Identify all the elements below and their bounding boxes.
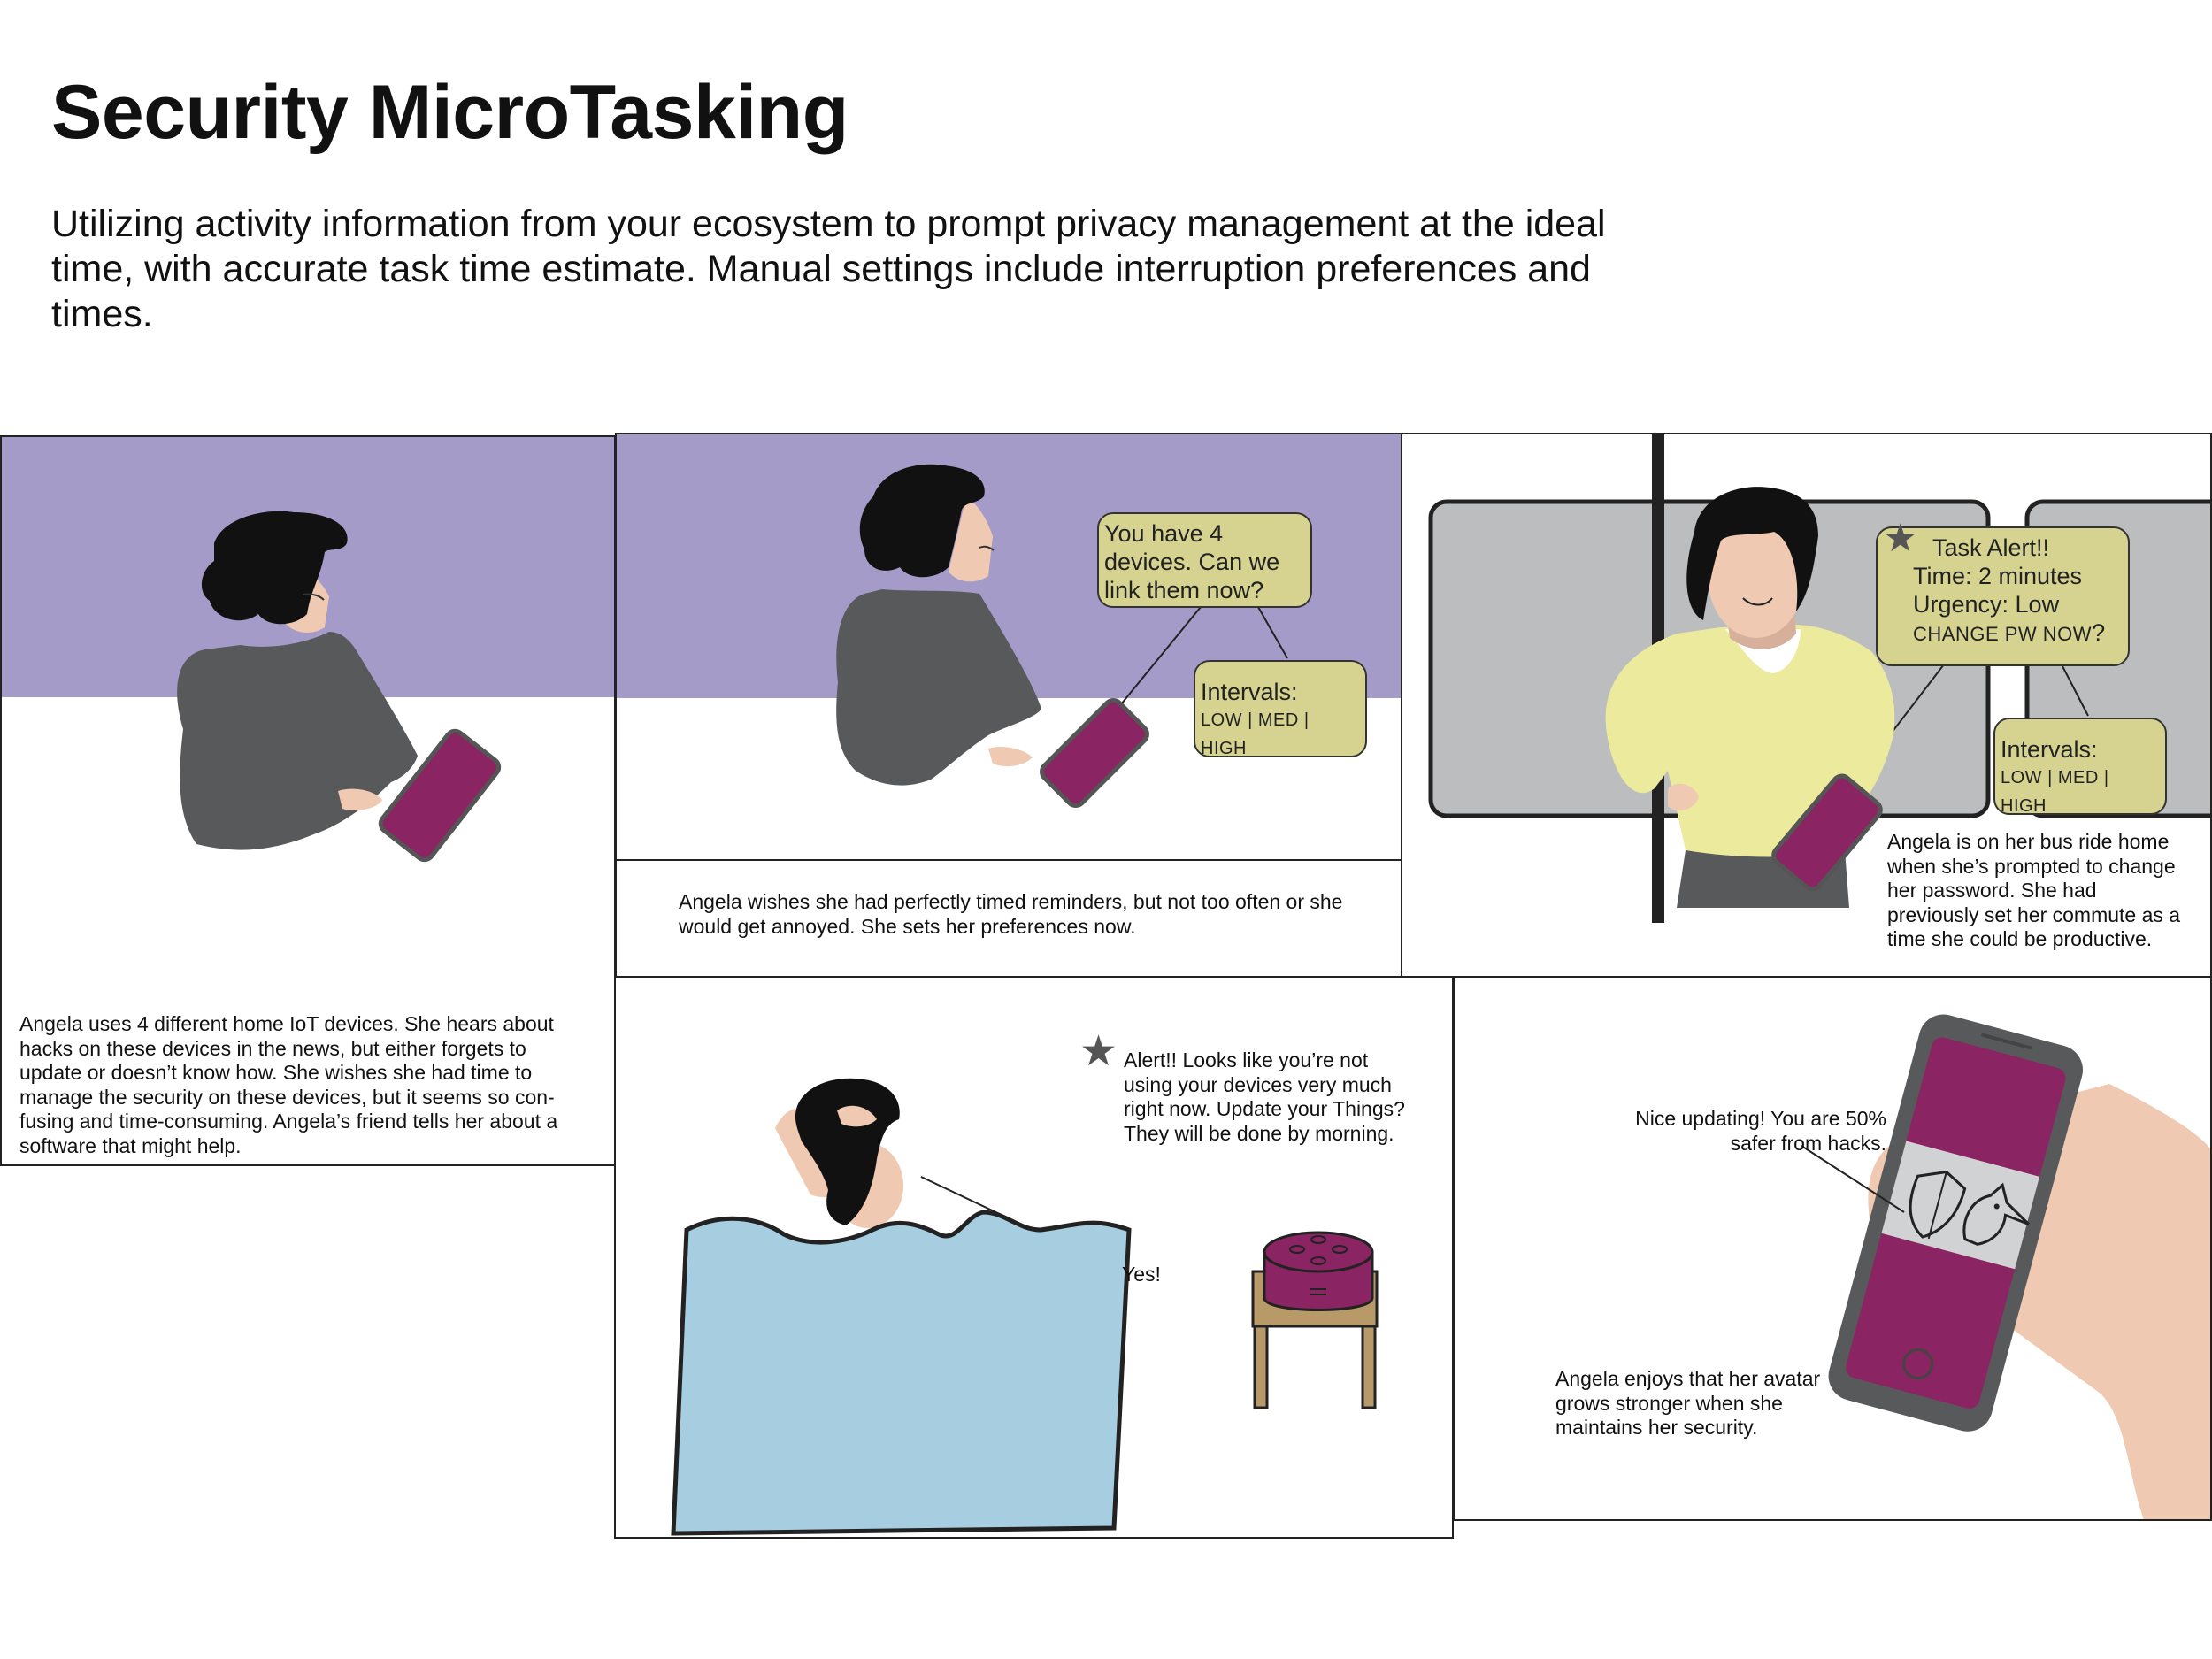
face xyxy=(949,496,993,582)
interval-low-option[interactable]: LOW xyxy=(1201,710,1243,730)
hand xyxy=(988,747,1033,767)
phone xyxy=(1828,1014,2084,1432)
panel-4-bedtime-update: ★ Alert!! Looks like you’re not using yo… xyxy=(614,976,1454,1539)
task-alert-urgency: Urgency: Low xyxy=(1913,591,2060,618)
panel-3-caption: Angela is on her bus ride home when she’… xyxy=(1887,830,2181,950)
hair xyxy=(859,464,985,578)
reward-message: Nice updating! You are 50% safer from ha… xyxy=(1635,1107,1886,1155)
intervals-title: Intervals: xyxy=(2001,736,2098,763)
intervals-options: LOW | MED | HIGH xyxy=(1201,710,1310,758)
hand xyxy=(837,1105,877,1127)
hand xyxy=(1668,783,1699,811)
panel-1-caption: Angela uses 4 different home IoT devices… xyxy=(19,1012,558,1157)
panel-2-illustration xyxy=(617,434,1401,861)
intervals-title: Intervals: xyxy=(1201,679,1298,705)
hand xyxy=(338,788,382,810)
page-subtitle: Utilizing activity information from your… xyxy=(51,203,1606,335)
hair xyxy=(1686,487,1818,620)
interval-med-option[interactable]: MED xyxy=(1257,710,1299,730)
device-link-bubble: You have 4 devices. Can we link them now… xyxy=(1097,512,1312,608)
task-alert-bubble: ★ Task Alert!! Time: 2 minutes Urgency: … xyxy=(1876,517,2130,666)
panel-5-avatar-reward: Nice updating! You are 50% safer from ha… xyxy=(1453,976,2212,1521)
panel-4-illustration xyxy=(671,1078,1379,1536)
panel-3-illustration xyxy=(1428,434,2210,923)
sweater xyxy=(836,589,1041,786)
panel-5-caption: Angela enjoys that her avatar grows stro… xyxy=(1555,1367,1821,1439)
panel-2-caption: Angela wishes she had perfectly timed re… xyxy=(679,890,1343,938)
hair xyxy=(795,1078,900,1225)
interval-low-option[interactable]: LOW xyxy=(2001,768,2043,787)
panel-2-set-preferences: You have 4 devices. Can we link them now… xyxy=(615,433,1402,978)
smart-speaker-icon xyxy=(1263,1231,1374,1311)
hair xyxy=(201,511,348,625)
update-alert-text: Alert!! Looks like you’re not using your… xyxy=(1124,1048,1405,1145)
panel-1-illustration xyxy=(2,437,614,863)
task-alert-time: Time: 2 minutes xyxy=(1913,563,2083,589)
phone xyxy=(378,728,502,863)
interval-high-option[interactable]: HIGH xyxy=(1201,739,1247,758)
yes-reply[interactable]: Yes! xyxy=(1122,1263,1161,1286)
device-link-text: You have 4 devices. Can we link them now… xyxy=(1104,520,1280,603)
panel-1-angela-at-home: Angela uses 4 different home IoT devices… xyxy=(0,435,616,1166)
panel-5-illustration xyxy=(1801,1014,2210,1519)
intervals-options: LOW | MED | HIGH xyxy=(2001,768,2109,816)
phone xyxy=(1771,773,1883,892)
task-alert-title: Task Alert!! xyxy=(1932,534,2050,561)
interval-high-option[interactable]: HIGH xyxy=(2001,796,2047,816)
face xyxy=(1708,514,1805,638)
interval-med-option[interactable]: MED xyxy=(2057,768,2099,787)
change-password-prompt[interactable]: CHANGE PW NOW? xyxy=(1913,619,2106,646)
star-icon: ★ xyxy=(1883,517,1918,560)
page-title: Security MicroTasking xyxy=(51,70,849,155)
phone xyxy=(1040,698,1149,808)
intervals-bubble: Intervals: LOW | MED | HIGH xyxy=(1993,718,2167,816)
star-icon: ★ xyxy=(1079,1028,1118,1075)
intervals-bubble: Intervals: LOW | MED | HIGH xyxy=(1194,660,1367,758)
panel-3-bus-ride: ★ Task Alert!! Time: 2 minutes Urgency: … xyxy=(1401,433,2212,978)
shield-avatar-icon xyxy=(1909,1170,2030,1246)
blanket xyxy=(671,1210,1132,1536)
